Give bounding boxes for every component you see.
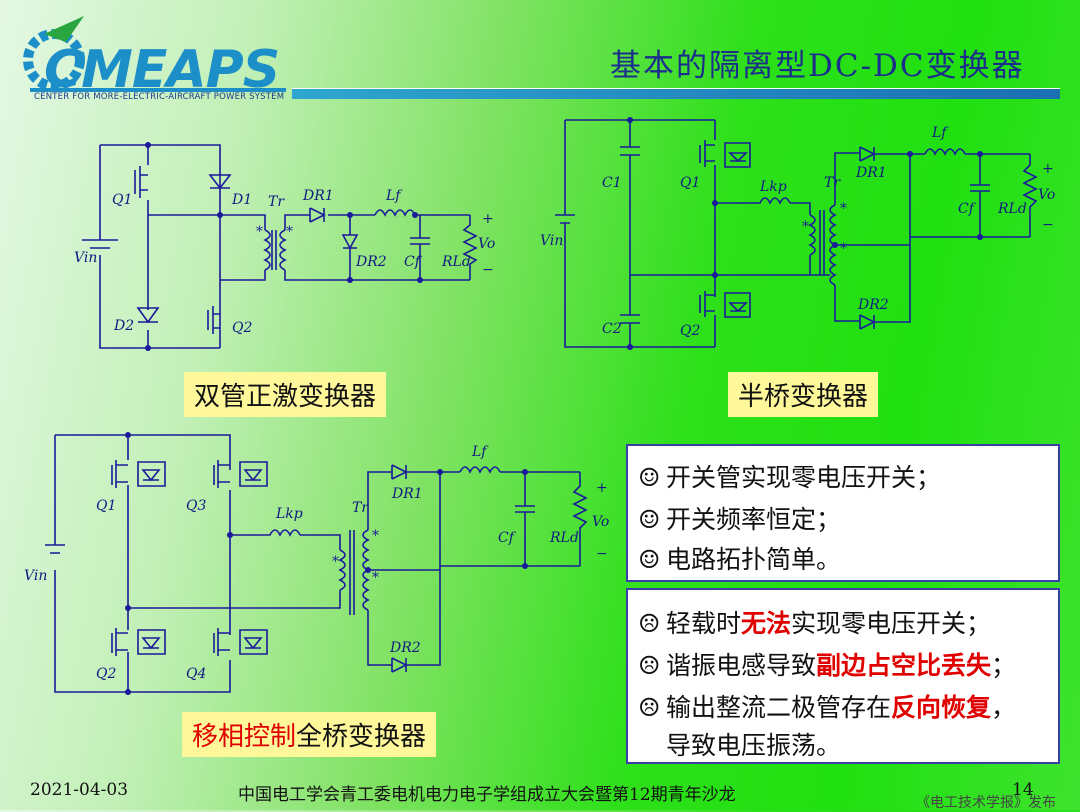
c3-dr1-label: DR1 <box>391 486 423 502</box>
con-highlight: 反向恢复 <box>891 693 992 722</box>
c1-cf-label: Cf <box>404 254 423 270</box>
c1-q2-label: Q2 <box>232 320 252 336</box>
two-switch-forward-circuit: Q1 D1 Tr DR1 Lf Vin DR2 Cf RLd Vo + − D2… <box>74 142 495 351</box>
c2-dr2-label: DR2 <box>857 297 889 313</box>
c3-rld-label: RLd <box>549 530 579 546</box>
pro-text: 电路拓扑简单。 <box>666 545 842 574</box>
half-bridge-circuit: C1 Q1 Lkp Tr DR1 Lf Vin Cf RLd Vo + − C2… <box>540 117 1055 350</box>
logo-underline <box>30 88 286 92</box>
con-text: ， <box>991 693 1017 722</box>
label-full-bridge: 移相控制全桥变换器 <box>182 712 437 757</box>
con-item: ☹轻载时无法实现零电压开关； <box>638 604 991 640</box>
c2-minus-label: − <box>1042 217 1054 233</box>
svg-text:*: * <box>372 528 379 544</box>
smile-icon: ☺ <box>638 545 661 574</box>
con-item: ☹谐振电感导致副边占空比丢失； <box>638 646 1016 682</box>
title-bar <box>292 88 1060 99</box>
c1-tr-label: Tr <box>268 194 285 210</box>
c1-plus-label: + <box>482 211 494 227</box>
c2-c1-label: C1 <box>602 175 622 191</box>
c2-c2-label: C2 <box>602 321 622 337</box>
pro-item: ☺开关频率恒定； <box>638 500 841 536</box>
c2-q1-label: Q1 <box>680 175 700 191</box>
c2-vo-label: Vo <box>1038 187 1055 203</box>
watermark: 《电工技术学报》发布 <box>916 795 1056 811</box>
con-text: ； <box>991 651 1017 680</box>
c1-dr2-label: DR2 <box>355 254 387 270</box>
frown-icon: ☹ <box>638 693 661 722</box>
svg-text:*: * <box>372 570 379 586</box>
c1-d2-label: D2 <box>113 318 134 334</box>
footer-date: 2021-04-03 <box>30 780 129 800</box>
footer-event: 中国电工学会青工委电机电力电子学组成立大会暨第12期青年沙龙 <box>238 785 736 805</box>
c3-plus-label: + <box>596 480 608 496</box>
svg-text:*: * <box>840 201 847 217</box>
logo-subtitle: CENTER FOR MORE-ELECTRIC-AIRCRAFT POWER … <box>34 92 285 102</box>
c3-vo-label: Vo <box>592 514 609 530</box>
label-half-bridge-text: 半桥变换器 <box>738 382 869 412</box>
svg-text:*: * <box>286 224 293 240</box>
c3-q3-label: Q3 <box>186 498 206 514</box>
c2-q2-label: Q2 <box>680 323 700 339</box>
svg-text:*: * <box>332 554 339 570</box>
label-two-switch-forward-text: 双管正激变换器 <box>194 382 377 412</box>
footer-page-number: 14 <box>1012 780 1034 800</box>
con-highlight: 副边占空比丢失 <box>816 651 992 680</box>
con-text: 谐振电感导致 <box>666 651 817 680</box>
c3-dr2-label: DR2 <box>389 640 421 656</box>
cons-box: ☹轻载时无法实现零电压开关； ☹谐振电感导致副边占空比丢失； ☹输出整流二极管存… <box>626 588 1060 764</box>
svg-text:*: * <box>840 241 847 257</box>
con-item: ☹输出整流二极管存在反向恢复， <box>638 688 1016 724</box>
frown-icon: ☹ <box>638 609 661 638</box>
c3-cf-label: Cf <box>498 530 517 546</box>
c1-dr1-label: DR1 <box>302 188 334 204</box>
c1-rld-label: RLd <box>441 254 471 270</box>
smile-icon: ☺ <box>638 463 661 492</box>
slide-title: 基本的隔离型DC-DC变换器 <box>610 48 1025 84</box>
c3-tr-label: Tr <box>352 500 369 516</box>
svg-text:*: * <box>256 224 263 240</box>
c1-lf-label: Lf <box>385 188 403 204</box>
c2-lkp-label: Lkp <box>759 179 787 195</box>
label-half-bridge: 半桥变换器 <box>728 372 879 417</box>
c2-vin-label: Vin <box>540 233 563 249</box>
label-full-bridge-rest: 全桥变换器 <box>296 722 427 752</box>
svg-text:*: * <box>802 219 809 235</box>
c3-lkp-label: Lkp <box>275 506 303 522</box>
c3-lf-label: Lf <box>471 444 489 460</box>
frown-icon: ☹ <box>638 651 661 680</box>
c3-minus-label: − <box>596 546 608 562</box>
con-item-continued: 导致电压振荡。 <box>666 731 842 760</box>
smile-icon: ☺ <box>638 505 661 534</box>
c3-q1-label: Q1 <box>96 498 116 514</box>
c2-plus-label: + <box>1042 161 1054 177</box>
c2-cf-label: Cf <box>958 201 977 217</box>
pro-item: ☺开关管实现零电压开关； <box>638 458 941 494</box>
c1-vin-label: Vin <box>74 250 97 266</box>
label-full-bridge-red: 移相控制 <box>192 722 297 752</box>
gear-icon <box>23 16 85 91</box>
label-two-switch-forward: 双管正激变换器 <box>184 372 387 417</box>
con-text: 实现零电压开关； <box>791 609 992 638</box>
c2-dr1-label: DR1 <box>855 165 887 181</box>
pro-item: ☺电路拓扑简单。 <box>638 540 841 576</box>
c2-tr-label: Tr <box>824 175 841 191</box>
c1-vo-label: Vo <box>478 236 495 252</box>
con-text: 输出整流二极管存在 <box>666 693 892 722</box>
con-highlight: 无法 <box>741 609 792 638</box>
c3-vin-label: Vin <box>24 568 47 584</box>
full-bridge-circuit: Q1 Q3 Lkp Tr DR1 Lf Vin Cf RLd Vo + − Q2… <box>24 432 609 695</box>
c1-d1-label: D1 <box>231 192 252 208</box>
pro-text: 开关频率恒定； <box>666 505 842 534</box>
c3-q4-label: Q4 <box>186 666 206 682</box>
c1-minus-label: − <box>482 262 494 278</box>
pro-text: 开关管实现零电压开关； <box>666 463 942 492</box>
c1-q1-label: Q1 <box>112 192 132 208</box>
pros-box: ☺开关管实现零电压开关； ☺开关频率恒定； ☺电路拓扑简单。 <box>626 444 1060 582</box>
c2-lf-label: Lf <box>931 125 949 141</box>
c2-rld-label: RLd <box>997 201 1027 217</box>
c3-q2-label: Q2 <box>96 666 116 682</box>
con-text: 轻载时 <box>666 609 742 638</box>
